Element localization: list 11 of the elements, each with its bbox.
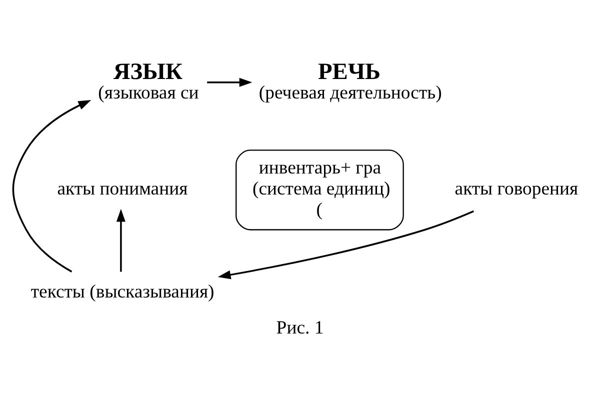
node-text: ЯЗЫК (языковая си: [98, 58, 199, 104]
node-text: РЕЧЬ (речевая деятельность): [258, 58, 442, 104]
caption: Рис. 1: [276, 317, 324, 338]
arrow: [116, 208, 126, 272]
arrow: [207, 77, 252, 86]
node-box: инвентарь+ гра (система единиц) (: [236, 149, 404, 230]
arrow: [218, 210, 474, 279]
arrow: [12, 99, 92, 272]
node-text: тексты (высказывания): [30, 280, 214, 302]
node-text: акты понимания: [57, 178, 188, 199]
node-text: акты говорения: [454, 178, 578, 199]
